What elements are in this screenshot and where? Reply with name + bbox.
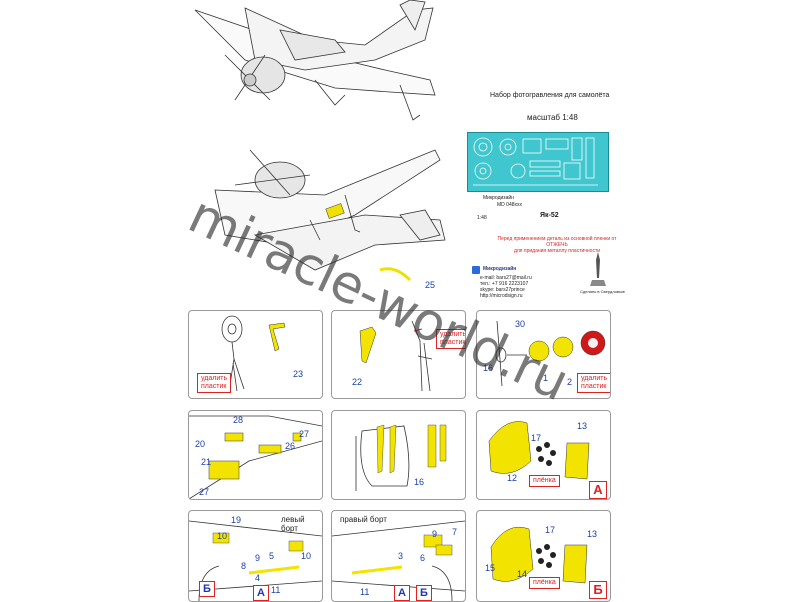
- part-number: 13: [577, 421, 588, 431]
- strut-cover-drawing: [359, 320, 433, 392]
- contacts-block: e-mail: bars27@mail.ru тел.: +7 916 2223…: [480, 275, 532, 299]
- panel-step-8: правый борт 9 7 3 6 11 A Б: [331, 510, 466, 602]
- monument-logo-icon: [590, 252, 606, 286]
- variant-label-a: A: [253, 585, 269, 601]
- part-number: 5: [269, 551, 275, 561]
- film-label: плёнка: [529, 475, 560, 487]
- part-number: 27: [299, 429, 310, 439]
- fret-label-block: Микродизайн MD 048xxx 1:48: [475, 195, 525, 223]
- panel-step-4: 28 20 26 27 21 27: [188, 410, 323, 500]
- panel-step-5: 16: [331, 410, 466, 500]
- variant-label-a: A: [589, 481, 607, 499]
- part-number: 8: [241, 561, 247, 571]
- variant-label-b: Б: [416, 585, 432, 601]
- photo-etch-fret: [467, 132, 609, 192]
- contact-phone: тел.: +7 916 2223107: [480, 281, 529, 287]
- panel-step-7: левый борт 19 10 5 9 8 4 10 11 Б A: [188, 510, 323, 602]
- remove-plastic-note: удалить пластик: [197, 373, 232, 393]
- remove-plastic-note: удалить пластик: [436, 329, 465, 349]
- part-number: 20: [195, 439, 206, 449]
- part-number: 13: [587, 529, 598, 539]
- wheel-strut-drawing: [221, 315, 286, 392]
- panel-step-1: удалить пластик 23: [188, 310, 323, 399]
- warning-line-2: ОТЖЕЧЬ: [546, 242, 568, 248]
- kit-scale: масштаб 1:48: [527, 113, 578, 122]
- part-number-25: 25: [425, 280, 436, 290]
- part-number: 6: [420, 553, 426, 563]
- part-number: 12: [507, 473, 518, 483]
- remove-plastic-note: удалить пластик: [577, 373, 610, 393]
- part-number: 7: [452, 527, 458, 537]
- panel-step-2: удалить пластик 22: [331, 310, 466, 399]
- panel-step-6: 17 13 12 плёнка A: [476, 410, 611, 500]
- panel-step-9: 17 13 15 14 плёнка Б: [476, 510, 611, 602]
- part-number: 4: [255, 573, 261, 583]
- contact-site: http://microdsign.ru: [480, 293, 523, 299]
- variant-label-b: Б: [589, 581, 607, 599]
- part-number: 16: [414, 477, 425, 487]
- fret-scale-tag: 1:48: [477, 215, 487, 221]
- part-number: 26: [285, 441, 296, 451]
- fret-code: MD 048xxx: [497, 202, 523, 208]
- aircraft-view-bottom: [214, 149, 446, 282]
- part-number: 11: [271, 585, 281, 595]
- variant-label-a: A: [394, 585, 410, 601]
- part-number: 1: [543, 373, 549, 383]
- warning-note: Перед применением деталь из основной пле…: [497, 236, 617, 254]
- part-number: 30: [515, 319, 526, 329]
- part-number: 21: [201, 457, 212, 467]
- part-number: 11: [360, 587, 370, 597]
- part-number: 19: [231, 515, 242, 525]
- seat-drawing: [355, 424, 447, 491]
- instrument-panel-variant-drawing: [490, 526, 588, 584]
- aircraft-view-top: [194, 0, 436, 121]
- part-number: 15: [485, 563, 496, 573]
- film-label: плёнка: [529, 577, 560, 589]
- part-number: 9: [255, 553, 261, 563]
- part-number: 27: [199, 487, 210, 497]
- fret-model: Як-52: [540, 212, 559, 219]
- part-number: 10: [301, 551, 312, 561]
- right-side-label: правый борт: [340, 515, 387, 524]
- instrument-panel-drawing: [488, 421, 590, 480]
- variant-label-b: Б: [199, 581, 215, 597]
- part-number: 22: [352, 377, 363, 387]
- contact-email: e-mail: bars27@mail.ru: [480, 275, 532, 281]
- contact-brand: Микродизайн: [483, 266, 517, 272]
- warning-line-1: Перед применением деталь из основной пле…: [497, 236, 617, 242]
- part-number: 3: [398, 551, 404, 561]
- part-number: 10: [217, 531, 228, 541]
- left-side-label: левый борт: [281, 515, 305, 533]
- warning-line-3: для придания металлу пластичности: [513, 248, 601, 254]
- part-number: 17: [531, 433, 542, 443]
- contact-skype: skype: bars27prince: [480, 287, 525, 293]
- maker-logo-icon: [472, 266, 480, 274]
- part-number: 28: [233, 415, 244, 425]
- part-number: 2: [567, 377, 573, 387]
- part-number: 14: [517, 569, 528, 579]
- part-number: 9: [432, 529, 438, 539]
- part-number: 23: [293, 369, 304, 379]
- part-number: 17: [545, 525, 556, 535]
- logo-caption: Сделано в Свердловске: [580, 289, 626, 294]
- kit-title: Набор фотогравления для самолёта: [490, 92, 610, 99]
- cockpit-floor-drawing: [189, 415, 322, 499]
- panel-step-3: 30 1 2 16 удалить пластик: [476, 310, 611, 399]
- part-number: 16: [483, 363, 494, 373]
- engine-front-drawing: [495, 320, 606, 387]
- fret-maker: Микродизайн: [483, 195, 514, 201]
